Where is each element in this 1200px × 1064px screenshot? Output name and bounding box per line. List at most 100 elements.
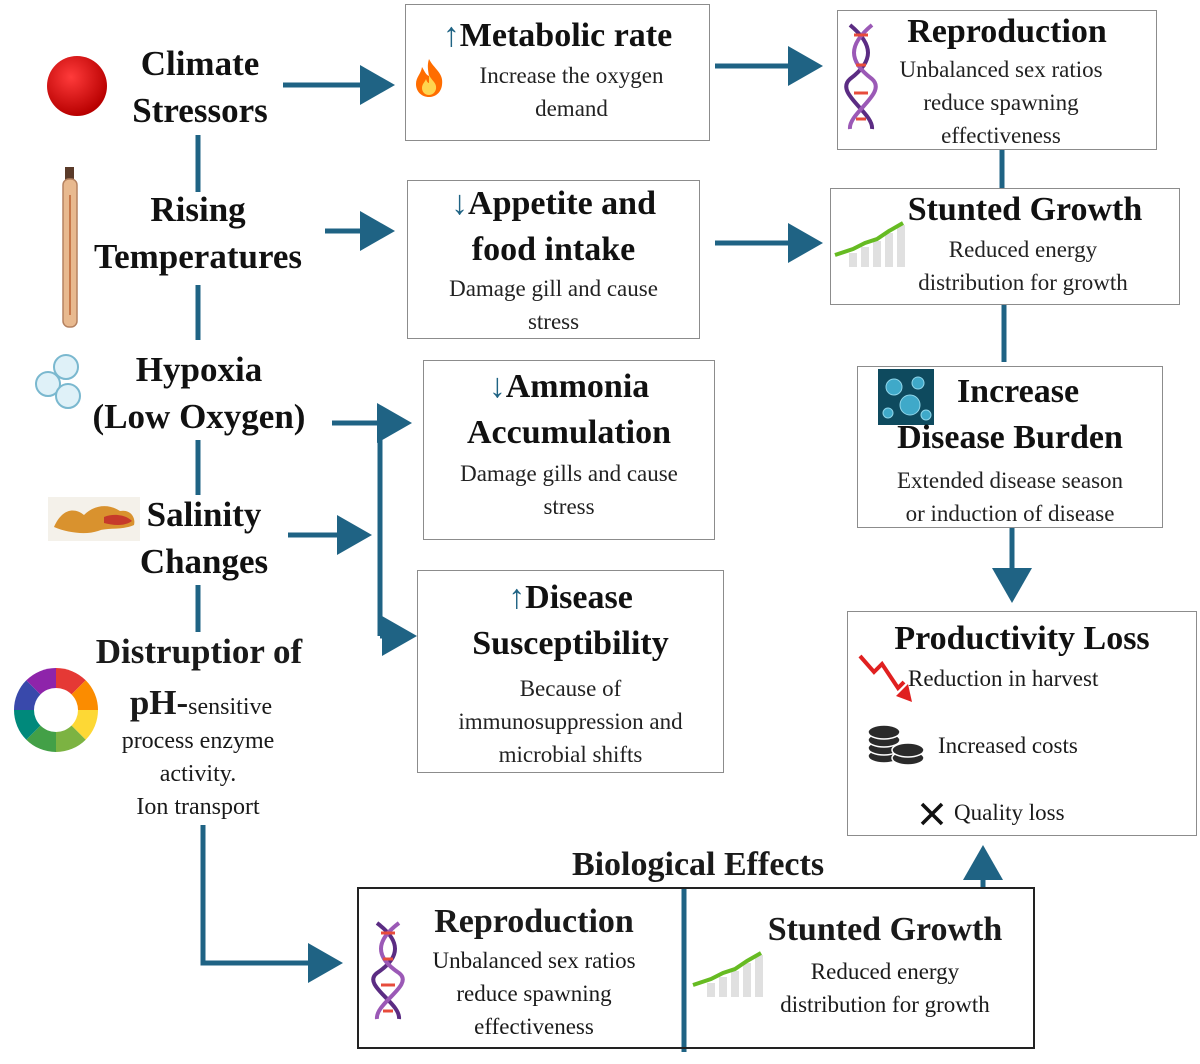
disease-burden-title-line2: Disease Burden: [897, 419, 1123, 456]
disease-susc-text-line2: immunosuppression and: [458, 709, 683, 734]
ph-detail-line3: Ion transport: [136, 794, 260, 820]
growth-chart-icon: [692, 951, 763, 997]
stressor-temperature-line1: Rising: [150, 190, 246, 229]
stressor-hypoxia-line1: Hypoxia: [135, 350, 263, 389]
ph-sensitive-text: sensitive: [188, 694, 273, 720]
thermometer-icon: [62, 167, 78, 328]
disease-susc-title-line1: Disease: [525, 579, 633, 616]
disease-susc-title-line2: Susceptibility: [472, 625, 669, 662]
bio-reproduction-text-line1: Unbalanced sex ratios: [432, 948, 636, 973]
disease-susc-text-line1: Because of: [519, 676, 622, 701]
productivity-item-costs: Increased costs: [938, 733, 1078, 758]
bio-reproduction-title: Reproduction: [434, 903, 634, 940]
stressor-salinity-line2: Changes: [139, 542, 269, 581]
disease-burden-text-line1: Extended disease season: [896, 468, 1124, 493]
ammonia-title: ↓Ammonia Accumulation: [424, 364, 714, 456]
ph-detail-line1: process enzyme: [121, 728, 275, 754]
salinity-map-icon: [48, 497, 140, 541]
disease-susc-text-line3: microbial shifts: [498, 742, 643, 767]
up-arrow-icon: ↑: [442, 17, 460, 54]
bio-reproduction-text-line2: reduce spawning: [456, 981, 612, 1006]
disease-susceptibility-box: ↑Disease Susceptibility Because of immun…: [417, 570, 724, 773]
ph-color-wheel-icon: [13, 668, 98, 752]
dna-icon: [844, 23, 878, 130]
ammonia-title-line2: Accumulation: [467, 414, 671, 451]
stressor-climate: Climate Stressors: [100, 40, 300, 134]
decline-arrow-icon: [858, 654, 912, 702]
bubbles-icon: [35, 354, 81, 409]
ammonia-box: ↓Ammonia Accumulation Damage gills and c…: [423, 360, 715, 540]
stunted-title: Stunted Growth: [907, 191, 1143, 228]
appetite-box: ↓Appetite and food intake Damage gill an…: [407, 180, 700, 339]
stressor-temperature-line2: Temperatures: [93, 237, 303, 276]
appetite-title-line1: Appetite and: [468, 185, 656, 222]
appetite-text: Damage gill and cause stress: [408, 272, 699, 338]
bio-reproduction-text: Unbalanced sex ratios reduce spawning ef…: [399, 944, 669, 1043]
appetite-title-line2: food intake: [471, 231, 636, 268]
stressor-salinity-line1: Salinity: [146, 495, 262, 534]
disease-susc-title: ↑Disease Susceptibility: [418, 575, 723, 667]
reproduction-text-line1: Unbalanced sex ratios: [899, 57, 1103, 82]
bio-stunted-title: Stunted Growth: [767, 911, 1003, 948]
biological-effects-box: Reproduction Unbalanced sex ratios reduc…: [357, 887, 1035, 1049]
metabolic-text-line2: demand: [535, 96, 608, 121]
ammonia-text-line2: stress: [543, 494, 595, 519]
flame-icon: [416, 59, 443, 97]
disease-burden-title: Increase Disease Burden: [858, 369, 1162, 461]
bio-stunted-text-line1: Reduced energy: [810, 959, 960, 984]
disease-burden-box: Increase Disease Burden Extended disease…: [857, 366, 1163, 528]
ammonia-title-line1: Ammonia: [505, 368, 650, 405]
virus-icon: [878, 369, 934, 425]
bio-stunted-text-line2: distribution for growth: [780, 992, 990, 1017]
reproduction-title: Reproduction: [907, 13, 1107, 50]
bio-stunted-text: Reduced energy distribution for growth: [735, 955, 1035, 1021]
appetite-text-line2: stress: [527, 309, 580, 334]
stunted-text-line2: distribution for growth: [918, 270, 1128, 295]
reproduction-text-line2: reduce spawning: [923, 90, 1079, 115]
arrow-ph-biological: [200, 825, 343, 983]
ammonia-text-line1: Damage gills and cause: [460, 461, 678, 486]
coins-icon: [867, 724, 925, 766]
stressor-ph-line1: Distruptior of: [95, 632, 303, 671]
stressor-temperature: Rising Temperatures: [78, 186, 318, 280]
disease-burden-title-line1: Increase: [956, 373, 1080, 410]
productivity-item-quality: Quality loss: [954, 800, 1065, 825]
stunted-text: Reduced energy distribution for growth: [831, 233, 1179, 299]
appetite-text-line1: Damage gill and cause: [449, 276, 658, 301]
reproduction-box: Reproduction Unbalanced sex ratios reduc…: [837, 10, 1157, 150]
productivity-item-harvest: Reduction in harvest: [908, 666, 1099, 691]
productivity-title: Productivity Loss: [894, 620, 1150, 657]
metabolic-title: ↑Metabolic rate: [406, 13, 709, 59]
metabolic-title-text: Metabolic rate: [459, 17, 673, 54]
stressor-ph-line2: pH-sensitive: [96, 679, 306, 733]
stressor-hypoxia-line2: (Low Oxygen): [92, 397, 306, 436]
up-arrow-icon: ↑: [508, 579, 526, 616]
dna-icon: [371, 921, 405, 1020]
metabolic-text-line1: Increase the oxygen: [479, 63, 664, 88]
ph-bold-text: pH-: [129, 683, 189, 722]
metabolic-rate-box: ↑Metabolic rate Increase the oxygen dema…: [405, 4, 710, 141]
productivity-loss-box: Productivity Loss Reduction in harvest I…: [847, 611, 1197, 836]
ph-detail-line2: activity.: [159, 761, 237, 787]
reproduction-text: Unbalanced sex ratios reduce spawning ef…: [838, 53, 1156, 152]
growth-chart-icon: [834, 221, 905, 267]
stunted-growth-box: Stunted Growth Reduced energy distributi…: [830, 188, 1180, 305]
disease-burden-text-line2: or induction of disease: [905, 501, 1115, 526]
stressor-climate-line2: Stressors: [132, 91, 268, 130]
metabolic-text: Increase the oxygen demand: [406, 59, 709, 125]
ammonia-text: Damage gills and cause stress: [424, 457, 714, 523]
stressor-hypoxia: Hypoxia (Low Oxygen): [68, 346, 330, 440]
down-arrow-icon: ↓: [488, 368, 506, 405]
reproduction-text-line3: effectiveness: [941, 123, 1061, 148]
stressor-salinity: Salinity Changes: [104, 491, 304, 585]
appetite-title: ↓Appetite and food intake: [408, 181, 699, 273]
stressor-climate-line1: Climate: [140, 44, 260, 83]
down-arrow-icon: ↓: [451, 185, 469, 222]
bio-reproduction-text-line3: effectiveness: [474, 1014, 594, 1039]
red-circle-icon: [47, 56, 107, 116]
stunted-text-line1: Reduced energy: [948, 237, 1098, 262]
biological-effects-heading: Biological Effects: [571, 846, 825, 883]
close-x-icon: [920, 802, 944, 826]
disease-susc-text: Because of immunosuppression and microbi…: [418, 672, 723, 771]
